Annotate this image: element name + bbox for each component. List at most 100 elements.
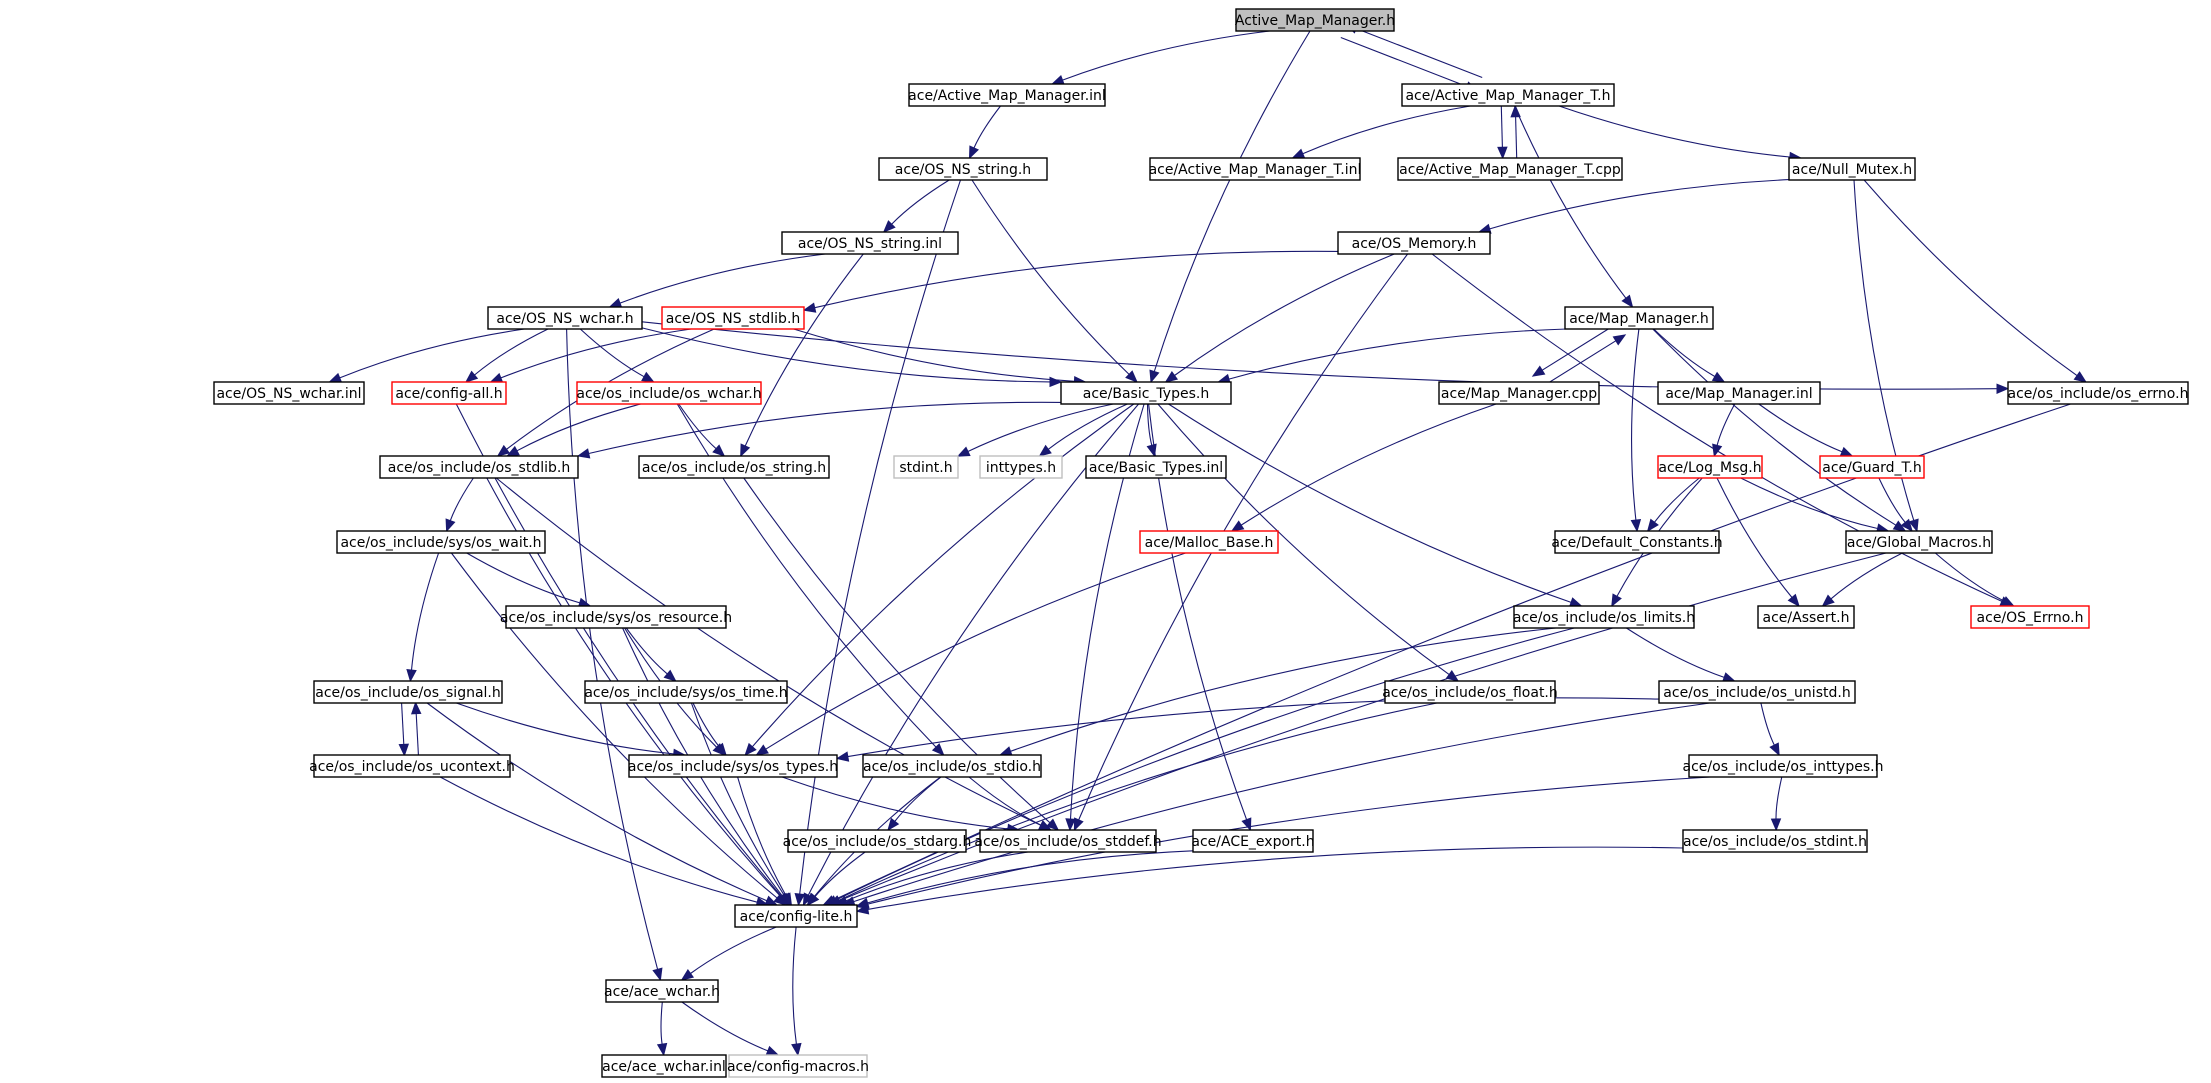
node-box[interactable] [734, 904, 858, 928]
node-ace-os-memory-h[interactable]: ace/OS_Memory.h [1337, 231, 1491, 255]
node-box[interactable] [379, 455, 579, 479]
node-label[interactable]: Active_Map_Manager.h [1235, 13, 1395, 29]
node-label[interactable]: ace/config-macros.h [727, 1059, 869, 1075]
node-ace-active-map-manager-t-h[interactable]: ace/Active_Map_Manager_T.h [1401, 83, 1615, 107]
node-active-map-manager-h[interactable]: Active_Map_Manager.h [1235, 8, 1395, 32]
node-label[interactable]: ace/Malloc_Base.h [1145, 535, 1274, 551]
node-box[interactable] [1657, 381, 1821, 405]
node-ace-map-manager-inl[interactable]: ace/Map_Manager.inl [1657, 381, 1821, 405]
node-ace-global-macros-h[interactable]: ace/Global_Macros.h [1845, 530, 1993, 554]
node-ace-os-include-os-stdint-h[interactable]: ace/os_include/os_stdint.h [1682, 829, 1868, 853]
node-label[interactable]: ace/Guard_T.h [1822, 460, 1922, 476]
node-ace-log-msg-h[interactable]: ace/Log_Msg.h [1657, 455, 1763, 479]
node-box[interactable] [487, 306, 643, 330]
node-label[interactable]: ace/Active_Map_Manager_T.cpp [1399, 162, 1621, 178]
node-label[interactable]: ace/Map_Manager.h [1569, 311, 1709, 327]
node-box[interactable] [1397, 157, 1623, 181]
node-label[interactable]: ace/OS_Errno.h [1977, 610, 2084, 626]
node-box[interactable] [1235, 8, 1395, 32]
node-label[interactable]: ace/Null_Mutex.h [1792, 162, 1912, 178]
node-label[interactable]: ace/os_include/os_unistd.h [1663, 685, 1850, 701]
node-ace-os-include-os-stdlib-h[interactable]: ace/os_include/os_stdlib.h [379, 455, 579, 479]
node-label[interactable]: ace/os_include/sys/os_resource.h [500, 610, 732, 626]
node-ace-ace-wchar-h[interactable]: ace/ace_wchar.h [604, 979, 720, 1003]
node-box[interactable] [1337, 231, 1491, 255]
node-label[interactable]: ace/OS_NS_stdlib.h [666, 311, 801, 327]
node-box[interactable] [628, 754, 838, 778]
node-box[interactable] [1139, 530, 1279, 554]
node-ace-basic-types-inl[interactable]: ace/Basic_Types.inl [1085, 455, 1227, 479]
node-ace-ace-wchar-inl[interactable]: ace/ace_wchar.inl [601, 1054, 727, 1078]
node-label[interactable]: ace/os_include/os_signal.h [315, 685, 501, 701]
node-ace-os-ns-wchar-inl[interactable]: ace/OS_NS_wchar.inl [213, 381, 365, 405]
node-ace-malloc-base-h[interactable]: ace/Malloc_Base.h [1139, 530, 1279, 554]
node-label[interactable]: stdint.h [899, 460, 952, 476]
node-label[interactable]: ace/config-all.h [395, 386, 502, 402]
node-label[interactable]: ace/os_include/sys/os_wait.h [340, 535, 541, 551]
node-label[interactable]: ace/os_include/os_stdarg.h [783, 834, 972, 850]
node-ace-os-include-os-stddef-h[interactable]: ace/os_include/os_stddef.h [974, 829, 1162, 853]
node-label[interactable]: ace/Active_Map_Manager_T.inl [1149, 162, 1362, 178]
node-ace-map-manager-h[interactable]: ace/Map_Manager.h [1564, 306, 1714, 330]
node-box[interactable] [893, 455, 959, 479]
node-ace-os-include-os-string-h[interactable]: ace/os_include/os_string.h [638, 455, 830, 479]
node-ace-config-macros-h[interactable]: ace/config-macros.h [727, 1054, 869, 1078]
node-ace-os-include-sys-os-types-h[interactable]: ace/os_include/sys/os_types.h [628, 754, 838, 778]
node-label[interactable]: ace/OS_NS_wchar.h [496, 311, 633, 327]
node-box[interactable] [862, 754, 1042, 778]
node-box[interactable] [1192, 829, 1314, 853]
node-inttypes-h[interactable]: inttypes.h [979, 455, 1063, 479]
node-label[interactable]: ace/Active_Map_Manager_T.h [1405, 88, 1610, 104]
node-label[interactable]: ace/os_include/os_ucontext.h [309, 759, 515, 775]
node-ace-map-manager-cpp[interactable]: ace/Map_Manager.cpp [1438, 381, 1600, 405]
node-label[interactable]: ace/Map_Manager.inl [1665, 386, 1812, 402]
node-stdint-h[interactable]: stdint.h [893, 455, 959, 479]
node-box[interactable] [313, 680, 503, 704]
node-box[interactable] [1688, 754, 1878, 778]
node-label[interactable]: ace/Global_Macros.h [1847, 535, 1991, 551]
node-label[interactable]: ace/ACE_export.h [1191, 834, 1314, 850]
node-box[interactable] [1060, 381, 1232, 405]
node-box[interactable] [728, 1054, 868, 1078]
node-label[interactable]: ace/OS_NS_string.h [895, 162, 1031, 178]
node-ace-active-map-manager-t-cpp[interactable]: ace/Active_Map_Manager_T.cpp [1397, 157, 1623, 181]
node-label[interactable]: ace/ace_wchar.inl [602, 1059, 726, 1075]
node-box[interactable] [1401, 83, 1615, 107]
node-box[interactable] [605, 979, 719, 1003]
node-label[interactable]: ace/Basic_Types.h [1083, 386, 1209, 402]
node-box[interactable] [781, 231, 959, 255]
node-ace-os-errno-h[interactable]: ace/OS_Errno.h [1970, 605, 2090, 629]
node-box[interactable] [1682, 829, 1868, 853]
node-ace-basic-types-h[interactable]: ace/Basic_Types.h [1060, 381, 1232, 405]
node-ace-os-include-os-float-h[interactable]: ace/os_include/os_float.h [1382, 680, 1558, 704]
node-ace-active-map-manager-t-inl[interactable]: ace/Active_Map_Manager_T.inl [1149, 157, 1362, 181]
node-label[interactable]: ace/os_include/sys/os_time.h [584, 685, 787, 701]
node-box[interactable] [1513, 605, 1695, 629]
node-box[interactable] [391, 381, 507, 405]
node-ace-os-include-sys-os-resource-h[interactable]: ace/os_include/sys/os_resource.h [500, 605, 732, 629]
node-ace-os-include-os-unistd-h[interactable]: ace/os_include/os_unistd.h [1658, 680, 1856, 704]
node-box[interactable] [908, 83, 1106, 107]
node-label[interactable]: ace/os_include/os_float.h [1382, 685, 1558, 701]
node-ace-guard-t-h[interactable]: ace/Guard_T.h [1819, 455, 1925, 479]
node-box[interactable] [313, 754, 511, 778]
node-box[interactable] [1788, 157, 1916, 181]
node-label[interactable]: ace/Active_Map_Manager.inl [908, 88, 1106, 104]
node-label[interactable]: ace/os_include/sys/os_types.h [628, 759, 838, 775]
node-ace-active-map-manager-inl[interactable]: ace/Active_Map_Manager.inl [908, 83, 1106, 107]
node-box[interactable] [2007, 381, 2189, 405]
node-label[interactable]: ace/OS_NS_string.inl [798, 236, 942, 252]
node-box[interactable] [1845, 530, 1993, 554]
node-label[interactable]: ace/Map_Manager.cpp [1441, 386, 1597, 402]
node-box[interactable] [979, 455, 1063, 479]
node-box[interactable] [601, 1054, 727, 1078]
node-box[interactable] [1757, 605, 1855, 629]
node-box[interactable] [1384, 680, 1556, 704]
node-ace-os-include-os-signal-h[interactable]: ace/os_include/os_signal.h [313, 680, 503, 704]
node-label[interactable]: ace/os_include/os_limits.h [1513, 610, 1695, 626]
node-label[interactable]: ace/OS_NS_wchar.inl [216, 386, 361, 402]
node-box[interactable] [638, 455, 830, 479]
node-ace-os-ns-string-h[interactable]: ace/OS_NS_string.h [878, 157, 1048, 181]
node-box[interactable] [213, 381, 365, 405]
node-ace-os-include-sys-os-time-h[interactable]: ace/os_include/sys/os_time.h [584, 680, 788, 704]
